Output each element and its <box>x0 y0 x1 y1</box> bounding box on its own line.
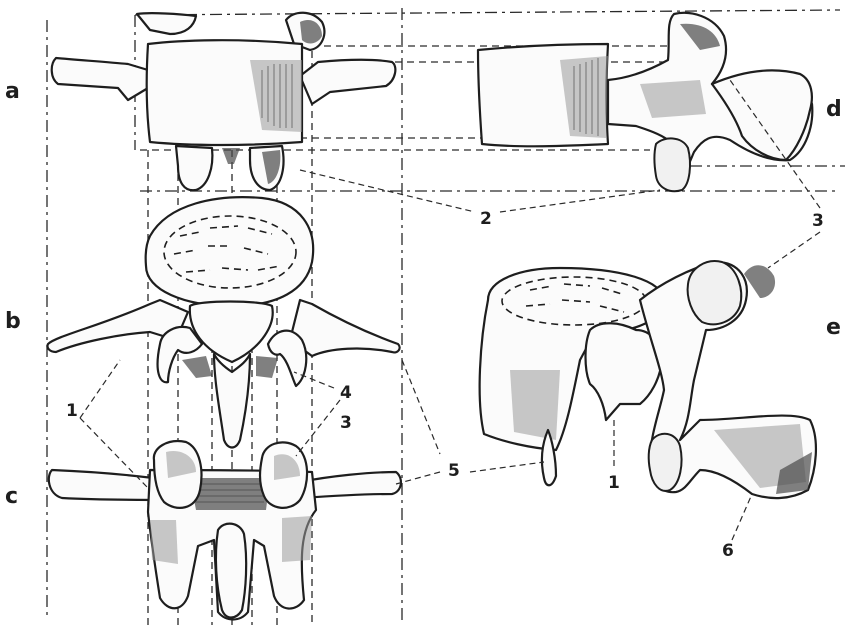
inf-articular-d <box>655 138 691 191</box>
label-1-e: 1 <box>608 473 620 493</box>
vertebral-body-b <box>146 197 313 306</box>
view-c-posterior <box>49 441 401 619</box>
label-4: 4 <box>340 383 352 403</box>
label-6: 6 <box>722 541 734 561</box>
transverse-process-right <box>300 60 395 104</box>
view-label-c: c <box>5 484 18 509</box>
view-label-d: d <box>826 97 842 122</box>
sup-articular-e <box>688 261 742 324</box>
spinous-process-c <box>216 524 246 618</box>
view-label-a: a <box>5 79 20 104</box>
label-5: 5 <box>448 461 460 481</box>
view-e-oblique <box>480 261 816 498</box>
label-1-b: 1 <box>66 401 78 421</box>
label-3-c: 3 <box>340 413 352 433</box>
spinous-tip-a <box>222 148 240 164</box>
transverse-process-left <box>52 58 148 100</box>
guide-top <box>135 10 840 15</box>
inf-articular-left-a <box>176 146 212 190</box>
vertebral-foramen <box>190 302 273 363</box>
label-2: 2 <box>480 209 492 229</box>
view-d-lateral <box>478 13 812 191</box>
label-3-d: 3 <box>812 211 824 231</box>
view-label-e: e <box>826 315 841 340</box>
mammillary-process-e <box>744 265 775 298</box>
inf-articular-e <box>649 434 682 491</box>
view-label-b: b <box>5 309 21 334</box>
view-a-anterior <box>52 13 396 191</box>
view-b-superior <box>47 197 399 447</box>
transverse-process-b-right <box>290 300 400 356</box>
sup-articular-left <box>137 13 196 34</box>
